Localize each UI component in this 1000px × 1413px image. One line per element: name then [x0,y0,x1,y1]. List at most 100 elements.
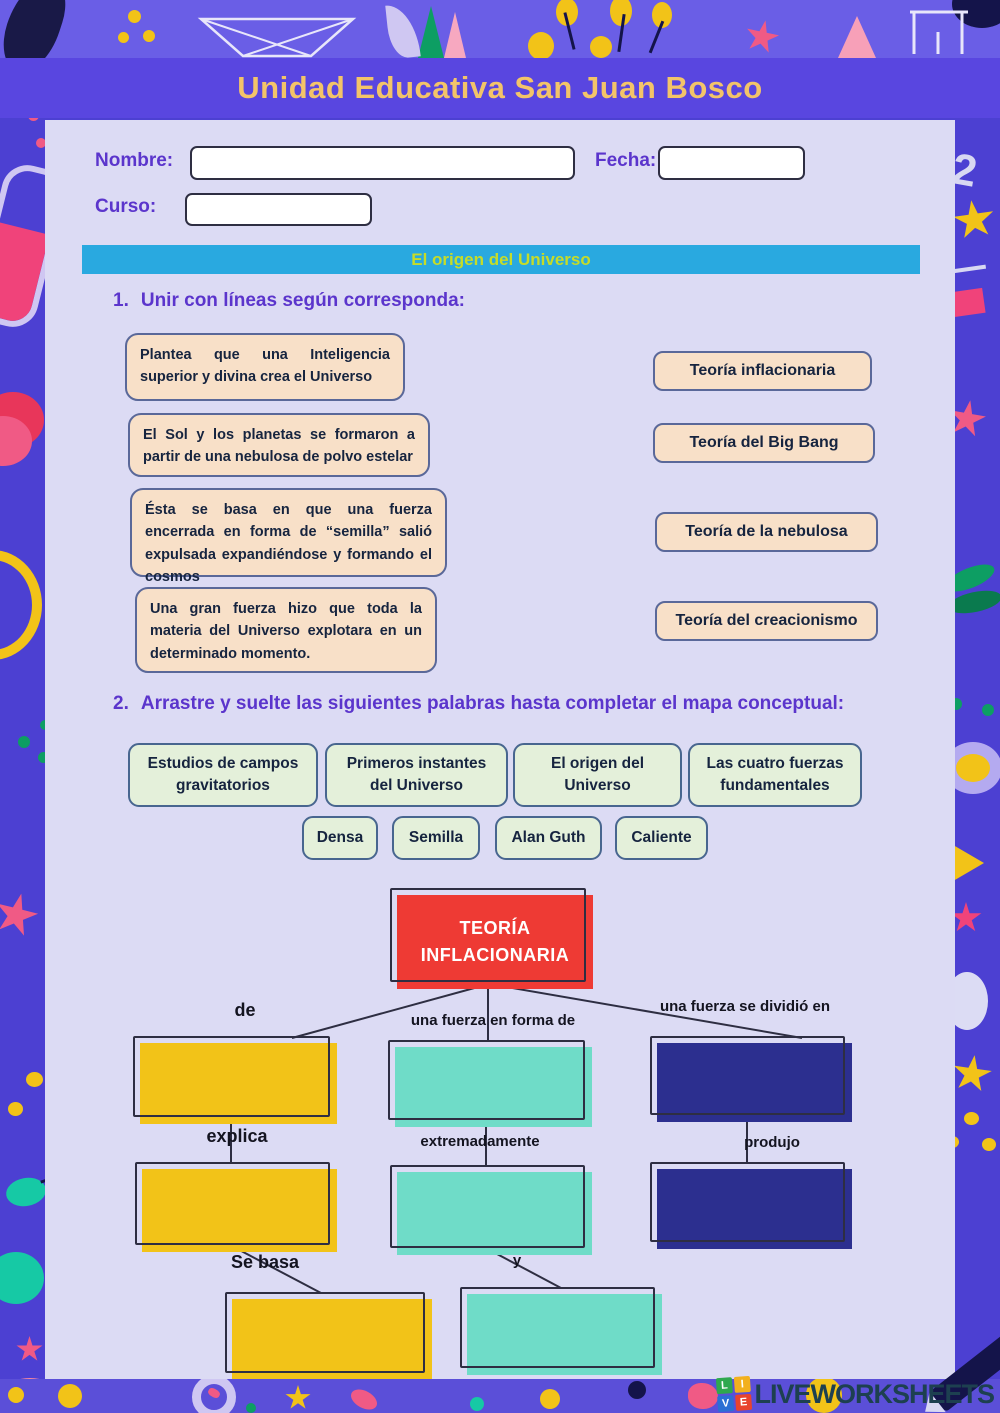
match-description-3[interactable]: Ésta se basa en que una fuerza encerrada… [130,488,447,585]
pink-blob-icon [688,1383,718,1409]
green-sail-icon [418,6,444,58]
logo-tile-i: I [734,1375,752,1393]
section2-number: 2. [113,693,129,714]
root-box-fill: TEORÍA INFLACIONARIA [397,895,593,989]
goal-doodle-icon [910,10,968,54]
date-input[interactable] [658,146,805,180]
sail-doodle-icon [385,2,421,60]
match-theory-1[interactable]: Teoría inflacionaria [653,351,872,391]
section1-number: 1. [113,290,129,311]
word-chip-alan-guth[interactable]: Alan Guth [495,816,602,860]
word-chip-fuerzas[interactable]: Las cuatro fuerzas fundamentales [688,743,862,807]
match-description-2[interactable]: El Sol y los planetas se formaron a part… [128,413,430,477]
yellow-dot-icon [982,1138,996,1151]
root-box-outline [390,888,586,982]
concept-map: TEORÍA INFLACIONARIA de una fuerza en fo… [45,880,955,1382]
word-chip-origen[interactable]: El origen del Universo [513,743,682,807]
liveworksheets-logo: L I V E LIVEWORKSHEETS [716,1375,995,1413]
section2-heading: 2. Arrastre y suelte las siguientes pala… [113,693,844,715]
match-theory-2[interactable]: Teoría del Big Bang [653,423,875,463]
edge-label-se-basa: Se basa [230,1252,300,1272]
drop-zone-navy-2[interactable] [650,1162,852,1249]
yellow-dot-icon [128,10,141,23]
yellow-dot-icon [8,1102,23,1116]
balloon-icon [556,0,578,26]
yellow-dot-icon [58,1384,82,1408]
liveworksheets-logo-icon: L I V E [716,1375,753,1413]
logo-tile-l: L [716,1377,734,1395]
edge-label-explica: explica [206,1126,268,1146]
drop-zone-navy-1[interactable] [650,1036,852,1122]
green-dot-icon [246,1403,256,1413]
balloon-icon [610,0,632,26]
drop-zone-yellow-1[interactable] [133,1036,337,1124]
logo-tile-e: E [735,1393,753,1411]
cup-doodle-icon [197,17,357,58]
pink-sail-icon [444,12,466,58]
drop-zone-yellow-3[interactable] [225,1292,432,1380]
pink-star-icon [742,17,782,57]
pink-star-icon [16,1336,43,1361]
match-theory-4[interactable]: Teoría del creacionismo [655,601,878,641]
word-chip-primeros[interactable]: Primeros instantes del Universo [325,743,508,807]
yellow-dot-icon [964,1112,979,1125]
yellow-arc-icon [0,550,42,660]
drop-zone-yellow-2[interactable] [135,1162,337,1252]
yellow-dot-icon [540,1389,560,1409]
date-label: Fecha: [595,150,657,171]
pink-triangle-icon [838,16,876,58]
drop-zone-teal-2[interactable] [390,1165,592,1255]
edge-label-de: de [234,1000,256,1020]
yellow-star-icon [950,197,997,242]
edge-label-fuerza-dividio: una fuerza se dividió en [659,998,831,1015]
logo-tile-v: V [717,1395,735,1413]
word-chip-caliente[interactable]: Caliente [615,816,708,860]
section1-title: Unir con líneas según corresponda: [140,290,465,311]
page-title: Unidad Educativa San Juan Bosco [237,70,763,105]
name-input[interactable] [190,146,575,180]
match-description-4[interactable]: Una gran fuerza hizo que toda la materia… [135,587,437,673]
teal-dot-icon [470,1397,484,1411]
green-dot-icon [18,736,30,748]
word-chip-densa[interactable]: Densa [302,816,378,860]
pink-star-icon [0,888,43,941]
top-decoration-strip [0,0,1000,79]
green-dot-icon [982,704,994,716]
header: Unidad Educativa San Juan Bosco [0,58,1000,118]
concept-map-root: TEORÍA INFLACIONARIA [390,888,593,989]
match-theory-3[interactable]: Teoría de la nebulosa [655,512,878,552]
yellow-circle-icon [806,1379,842,1413]
yellow-dot-icon [26,1072,43,1087]
drop-zone-teal-1[interactable] [388,1040,592,1127]
edge-label-produjo: produjo [744,1134,800,1151]
yellow-dot-icon [118,32,129,43]
edge-label-fuerza-forma: una fuerza en forma de [410,1012,576,1029]
pink-dot-icon [36,138,46,148]
word-chip-semilla[interactable]: Semilla [392,816,480,860]
yellow-star-icon [950,1052,995,1095]
drop-zone-teal-3[interactable] [460,1287,662,1375]
yellow-dot-icon [143,30,155,42]
name-label: Nombre: [95,150,174,171]
course-input[interactable] [185,193,372,226]
liveworksheets-brand-text: LIVEWORKSHEETS [754,1378,995,1409]
navy-dot-icon [628,1381,646,1399]
edge-label-y: y [512,1252,522,1269]
balloon-icon [528,32,554,60]
teal-circle-icon [0,1252,44,1304]
green-dot-icon [38,752,49,763]
worksheet-panel: Nombre: Fecha: Curso: El origen del Univ… [45,120,955,1382]
balloon-icon [590,36,612,58]
course-label: Curso: [95,196,157,217]
section1-heading: 1. Unir con líneas según corresponda: [113,290,465,312]
balloon-icon [652,2,672,28]
pink-oval-icon [347,1385,381,1413]
yellow-dot-icon [8,1387,24,1403]
footer-decoration-strip [0,1379,1000,1413]
word-chip-estudios[interactable]: Estudios de campos gravitatorios [128,743,318,807]
match-description-1[interactable]: Plantea que una Inteligencia superior y … [125,333,405,401]
edge-label-extremadamente: extremadamente [420,1133,540,1150]
section2-title: Arrastre y suelte las siguientes palabra… [140,693,845,714]
yellow-star-icon [285,1385,311,1409]
